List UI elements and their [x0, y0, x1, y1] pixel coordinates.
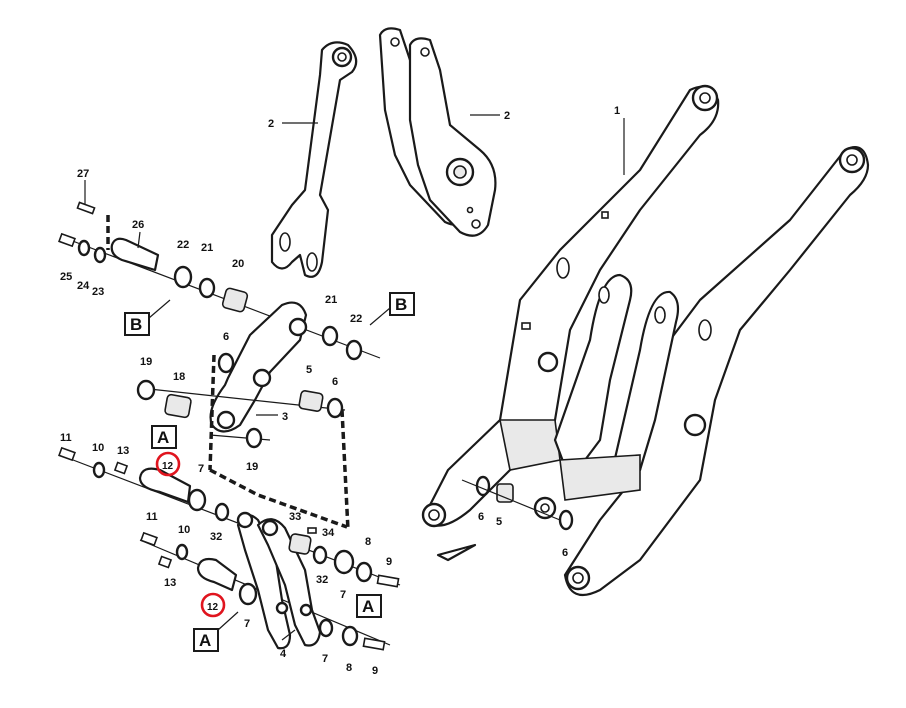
ref-box-a-top: A: [151, 425, 177, 449]
label-22-a: 22: [177, 239, 189, 251]
label-18: 18: [173, 371, 185, 383]
lower-assembly: [58, 446, 401, 651]
highlight-callouts: [155, 451, 226, 618]
label-6-mid: 6: [332, 376, 338, 388]
ref-box-b-right: B: [369, 292, 415, 326]
label-13-a: 13: [117, 445, 129, 457]
label-9-b: 9: [372, 665, 378, 677]
label-3: 3: [282, 411, 288, 423]
label-32-b: 32: [316, 574, 328, 586]
label-19-a: 19: [140, 356, 152, 368]
label-7-c: 7: [244, 618, 250, 630]
label-25: 25: [60, 271, 72, 283]
svg-text:B: B: [395, 295, 407, 314]
label-23: 23: [92, 286, 104, 298]
bracket-plates: [378, 27, 497, 237]
label-12-a: 12: [162, 461, 174, 472]
label-11-a: 11: [60, 432, 72, 444]
label-6-top: 6: [223, 331, 229, 343]
label-8-b: 8: [346, 662, 352, 674]
upper-pin-assembly: [58, 201, 381, 433]
label-10-b: 10: [178, 524, 190, 536]
label-34: 34: [322, 527, 335, 539]
label-5-frame: 5: [496, 516, 502, 528]
label-32-a: 32: [210, 531, 222, 543]
label-21-a: 21: [201, 242, 213, 254]
label-33: 33: [289, 511, 301, 523]
label-2-rod: 2: [268, 118, 274, 130]
middle-pin-set: [136, 352, 350, 531]
callout-circle-12-upper: [155, 451, 181, 477]
label-9-a: 9: [386, 556, 392, 568]
ref-box-b-left: B: [124, 299, 171, 336]
label-22-b: 22: [350, 313, 362, 325]
label-12-b: 12: [207, 602, 219, 613]
label-10-a: 10: [92, 442, 104, 454]
ref-box-a-right: A: [356, 594, 382, 618]
label-8-a: 8: [365, 536, 371, 548]
label-20: 20: [232, 258, 244, 270]
part-number-labels: 1 2 2 3 4 5 5 6 6 6 6 7 7 7 7 8 8 9 9 10…: [60, 105, 620, 677]
label-7-d: 7: [322, 653, 328, 665]
reference-boxes: B B A A A: [124, 292, 415, 652]
callout-circle-12-lower: [200, 592, 226, 618]
label-2-bracket: 2: [504, 110, 510, 122]
label-13-b: 13: [164, 577, 176, 589]
label-6-frame-b: 6: [562, 547, 568, 559]
svg-text:B: B: [130, 315, 142, 334]
label-7-a: 7: [198, 463, 204, 475]
svg-text:A: A: [199, 631, 211, 650]
ref-box-a-bottom: A: [193, 611, 239, 652]
label-26: 26: [132, 219, 144, 231]
label-4: 4: [280, 648, 287, 660]
label-7-b: 7: [340, 589, 346, 601]
label-19-b: 19: [246, 461, 258, 473]
label-21-b: 21: [325, 294, 337, 306]
svg-text:A: A: [362, 597, 374, 616]
leader-lines: [84, 114, 625, 641]
label-24: 24: [77, 280, 90, 292]
lift-arm-frame: [421, 84, 870, 597]
label-11-b: 11: [146, 511, 158, 523]
label-1: 1: [614, 105, 620, 117]
label-27: 27: [77, 168, 89, 180]
label-5-mid: 5: [306, 364, 312, 376]
label-6-frame-a: 6: [478, 511, 484, 523]
link-rod: [270, 41, 358, 278]
svg-text:A: A: [157, 428, 169, 447]
